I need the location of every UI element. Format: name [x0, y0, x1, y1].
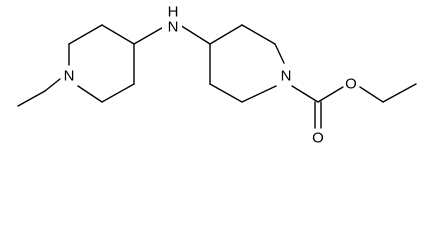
- bond-ethyl-ch3-ch2: [17, 90, 46, 107]
- bond-ch2-ch3: [382, 83, 417, 103]
- atom-o-ester: O: [343, 76, 359, 93]
- bond-c4-left-nh: [133, 24, 168, 45]
- bond-right-ring-top-top-right: [241, 24, 276, 45]
- bond-left-ring-top-c4: [101, 24, 135, 45]
- bond-left-ring-top-left-top: [68, 24, 103, 45]
- atom-n-carbamate-piperidine: N: [278, 68, 294, 85]
- bond-left-ring-bottom-left-n: [77, 85, 103, 103]
- atom-label-o-ester: O: [345, 76, 357, 93]
- bond-carbonyl-carbon-ester-o: [317, 86, 344, 103]
- atom-label-h-amine: H: [168, 4, 179, 21]
- bond-ester-o-ch2: [359, 86, 384, 103]
- bond-right-ring-bottom-right-bottom-left: [209, 83, 243, 103]
- atom-n-ethyl-piperidine: N: [61, 68, 77, 85]
- bond-nh-c4-right: [179, 24, 211, 45]
- bonds: [17, 24, 417, 129]
- atom-label-n-amine: N: [168, 19, 179, 36]
- bond-right-ring-c4-top: [209, 24, 243, 45]
- bond-right-ring-top-right-n: [274, 43, 285, 64]
- atom-label-o-carbonyl: O: [312, 130, 324, 147]
- chemical-structure-diagram: N H N N O O: [17, 4, 417, 147]
- bond-left-ring-bottom-bottom-left: [101, 83, 135, 103]
- bond-n-carbonyl-carbon: [291, 85, 319, 103]
- atom-nh-amine: H N: [162, 4, 182, 36]
- atom-label-n-carbamate-piperidine: N: [281, 68, 292, 85]
- atom-labels: N H N N O O: [61, 4, 359, 147]
- atom-label-n-ethyl-piperidine: N: [64, 68, 75, 85]
- bond-ethyl-ch2-n: [44, 78, 61, 92]
- bond-right-ring-n-bottom-right: [241, 85, 277, 103]
- atom-o-carbonyl: O: [310, 130, 326, 147]
